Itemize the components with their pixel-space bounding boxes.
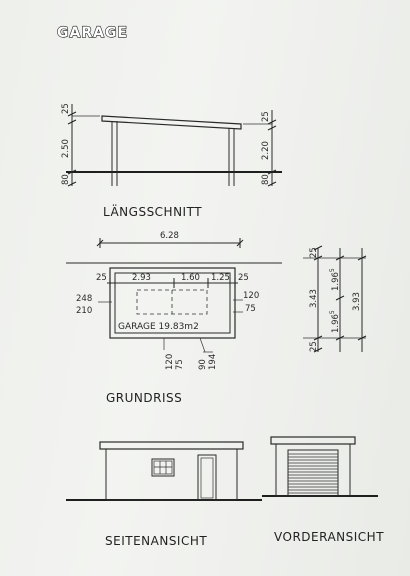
side-dim-lower-group: 1.965 (329, 310, 341, 333)
gr-dim-seg3: 1.25 (211, 273, 230, 283)
ls-dim-right-top: 25 (261, 111, 271, 122)
section-label-vorderansicht: VORDERANSICHT (274, 530, 384, 544)
section-label-seitenansicht: SEITENANSICHT (105, 534, 207, 548)
gr-dim-right-upper: 120 (243, 291, 259, 301)
side-dim-top: 25 (309, 247, 319, 258)
gr-dim-left-wall: 25 (96, 273, 107, 283)
side-dim-upper-sup: 5 (329, 268, 336, 272)
ls-dim-left-base: 80 (61, 174, 71, 185)
gr-dim-right-wall: 25 (238, 273, 249, 283)
gr-dim-seg1: 2.93 (132, 273, 151, 283)
seitenansicht-drawing (66, 441, 262, 501)
ls-dim-left-top: 25 (61, 103, 71, 114)
gr-dim-bottom-b-upper: 90 (198, 359, 208, 370)
drawing-title: GARAGE (57, 25, 128, 41)
side-dimension-lines (303, 245, 367, 353)
section-label-laengsschnitt: LÄNGSSCHNITT (103, 204, 202, 219)
side-dim-upper: 1.96 (331, 272, 341, 291)
gr-dim-right-lower: 75 (245, 304, 256, 314)
gr-dim-left-lower: 210 (76, 306, 92, 316)
gr-dim-bottom-a-lower: 75 (175, 359, 185, 370)
gr-dim-overall: 6.28 (160, 231, 179, 241)
room-label: GARAGE 19.83m2 (118, 322, 199, 332)
laengsschnitt-drawing (66, 104, 282, 187)
gr-dim-left-upper: 248 (76, 294, 92, 304)
section-label-grundriss: GRUNDRISS (106, 391, 182, 405)
side-dim-mid: 3.43 (309, 289, 319, 308)
gr-dim-seg2: 1.60 (181, 273, 200, 283)
grundriss-drawing (66, 238, 282, 353)
side-dim-upper-group: 1.965 (329, 268, 341, 291)
gr-dim-bottom-a-upper: 120 (165, 354, 175, 370)
side-dim-lower: 1.96 (331, 314, 341, 333)
side-dim-bottom: 25 (309, 341, 319, 352)
garage-door-slats (288, 453, 338, 494)
side-dim-total: 3.93 (352, 292, 362, 311)
ls-dim-left-height: 2.50 (61, 139, 71, 158)
side-dim-lower-sup: 5 (329, 310, 336, 314)
vorderansicht-drawing (262, 436, 378, 497)
ls-dim-right-height: 2.20 (261, 141, 271, 160)
ls-dim-right-base: 80 (261, 174, 271, 185)
gr-dim-bottom-b-lower: 194 (208, 354, 218, 370)
